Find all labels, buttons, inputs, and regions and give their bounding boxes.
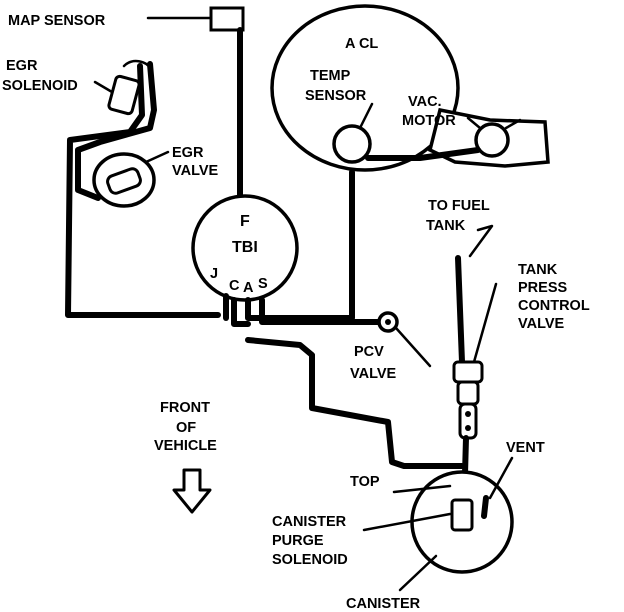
- top-label: TOP: [350, 474, 380, 490]
- egr-valve-label-2: VALVE: [172, 163, 219, 179]
- front-label-3: VEHICLE: [154, 438, 217, 454]
- egr-solenoid-body: [107, 74, 141, 116]
- purge-hose: [245, 337, 465, 469]
- pcv-leader: [394, 326, 432, 368]
- tbi-s-to-pcv-hose: [259, 297, 388, 325]
- tbi-port-a: A: [243, 280, 254, 296]
- vent-port: [481, 495, 489, 519]
- canister-leader: [398, 554, 438, 592]
- pcv-label-1: PCV: [354, 344, 384, 360]
- pcv-label-2: VALVE: [350, 366, 397, 382]
- vac-motor-label-1: VAC.: [408, 94, 442, 110]
- tank-pressure-control-valve: [452, 360, 484, 440]
- purge-solenoid-label-1: CANISTER: [272, 514, 347, 530]
- top-leader: [392, 484, 452, 494]
- to-fuel-tank-leader: [468, 224, 494, 258]
- fuel-tank-hose: [455, 255, 465, 365]
- vac-motor-label-2: MOTOR: [402, 113, 456, 129]
- map-sensor-label: MAP SENSOR: [8, 13, 106, 29]
- tbi-unit: F TBI J C A S: [191, 194, 299, 302]
- tbi-c-hose: [231, 297, 251, 327]
- vent-label: VENT: [506, 440, 545, 456]
- tbi-port-s: S: [258, 276, 268, 292]
- vent-leader: [488, 456, 514, 500]
- canister-purge-solenoid: [450, 498, 474, 532]
- tpcv-label-1: TANK: [518, 262, 558, 278]
- egr-solenoid-leader: [93, 80, 114, 94]
- tpcv-lower: [458, 402, 478, 440]
- tpcv-label-4: VALVE: [518, 316, 565, 332]
- egr-valve-leader: [144, 150, 170, 164]
- tpcv-upper: [452, 360, 484, 384]
- egr-solenoid-label-2: SOLENOID: [2, 78, 78, 94]
- egr-solenoid: [107, 59, 154, 116]
- tbi-label: TBI: [232, 239, 258, 256]
- egr-valve-label-1: EGR: [172, 145, 204, 161]
- tpcv-label-3: CONTROL: [518, 298, 590, 314]
- egr-solenoid-label-1: EGR: [6, 58, 38, 74]
- canister-label: CANISTER: [346, 596, 421, 612]
- to-fuel-tank-label-2: TANK: [426, 218, 466, 234]
- tpcv-label-2: PRESS: [518, 280, 567, 296]
- tbi-port-f: F: [240, 213, 250, 230]
- tbi-port-j: J: [210, 266, 218, 282]
- temp-to-motor-hose: [365, 147, 481, 161]
- tbi-port-c: C: [229, 278, 240, 294]
- front-label-1: FRONT: [160, 400, 210, 416]
- pcv-valve: [377, 311, 399, 333]
- temp-sensor-leader: [358, 102, 374, 130]
- temp-sensor-label-2: SENSOR: [305, 88, 367, 104]
- vac-motor-leader: [466, 116, 482, 130]
- tbi-a-to-temp-hose: [245, 169, 355, 321]
- egr-solenoid-to-valve-hose: [75, 61, 157, 201]
- purge-solenoid-label-2: PURGE: [272, 533, 324, 549]
- tpcv-leader: [472, 282, 498, 364]
- purge-solenoid-label-3: SOLENOID: [272, 552, 348, 568]
- map-sensor-body: [209, 6, 245, 32]
- egr-valve: [92, 152, 156, 208]
- air-cleaner-label: A CL: [345, 36, 378, 52]
- purge-solenoid-leader: [362, 512, 452, 532]
- egr-to-tbi-hose: [65, 63, 221, 318]
- front-label-2: OF: [176, 420, 196, 436]
- down-arrow-icon: [172, 468, 212, 514]
- to-fuel-tank-label-1: TO FUEL: [428, 198, 490, 214]
- air-cleaner: A CL: [270, 4, 550, 172]
- air-cleaner-housing: [270, 4, 460, 172]
- temp-sensor: [332, 124, 372, 164]
- temp-sensor-label-1: TEMP: [310, 68, 351, 84]
- vac-motor: [474, 122, 510, 158]
- map-sensor: MAP SENSOR: [8, 6, 245, 32]
